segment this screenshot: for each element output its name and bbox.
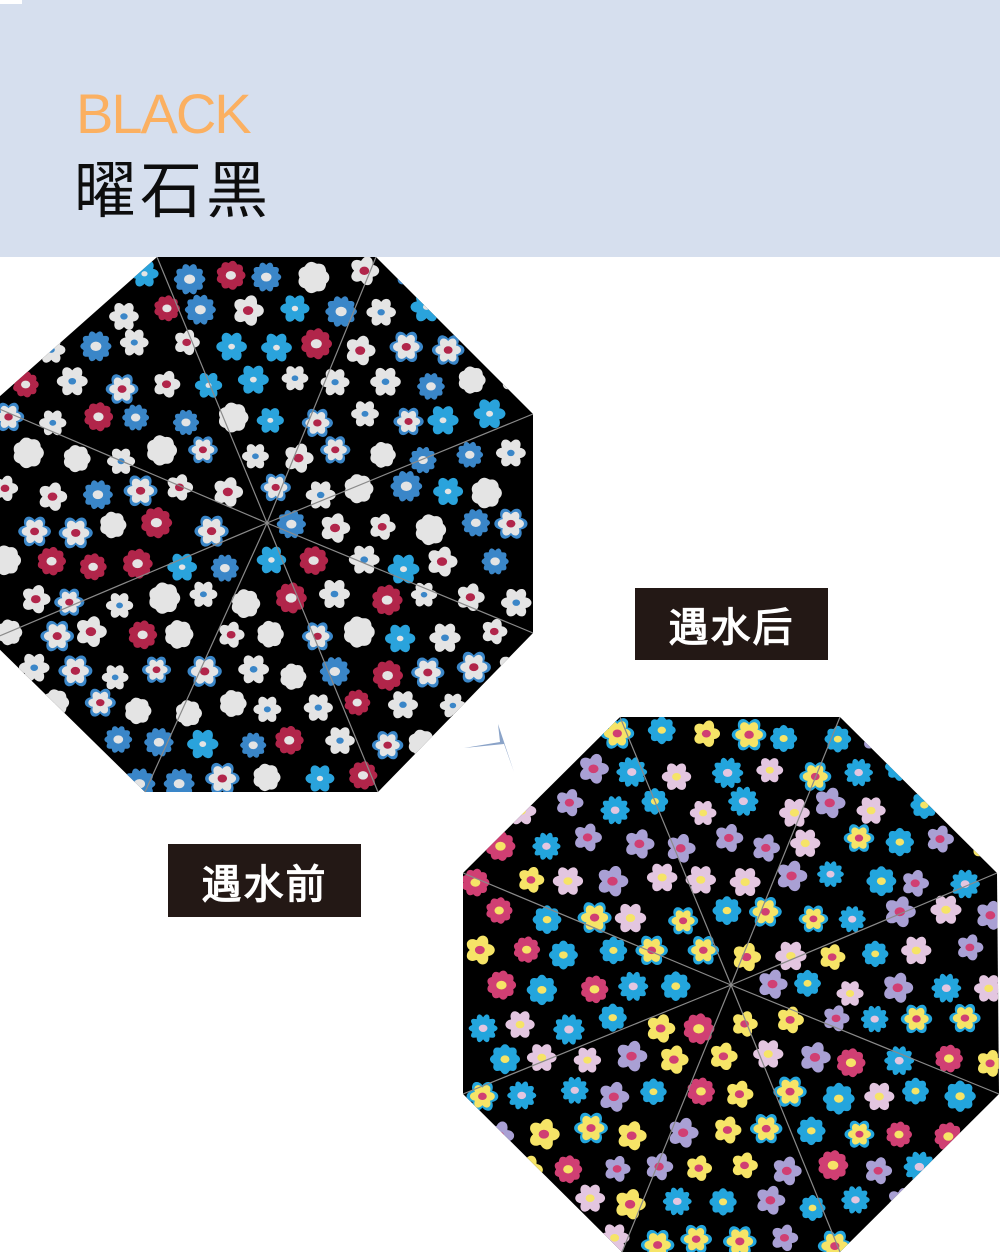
header-banner: BLACK 曜石黑: [0, 0, 1000, 257]
color-name-english: BLACK: [76, 82, 252, 145]
before-water-label: 遇水前: [168, 844, 361, 917]
arrow-icon: [464, 724, 514, 772]
umbrella-before-water: [0, 257, 534, 793]
header-corner: [0, 0, 22, 4]
color-name-chinese: 曜石黑: [74, 154, 273, 227]
umbrella-after-water: [462, 716, 1000, 1253]
after-water-label: 遇水后: [635, 588, 828, 660]
